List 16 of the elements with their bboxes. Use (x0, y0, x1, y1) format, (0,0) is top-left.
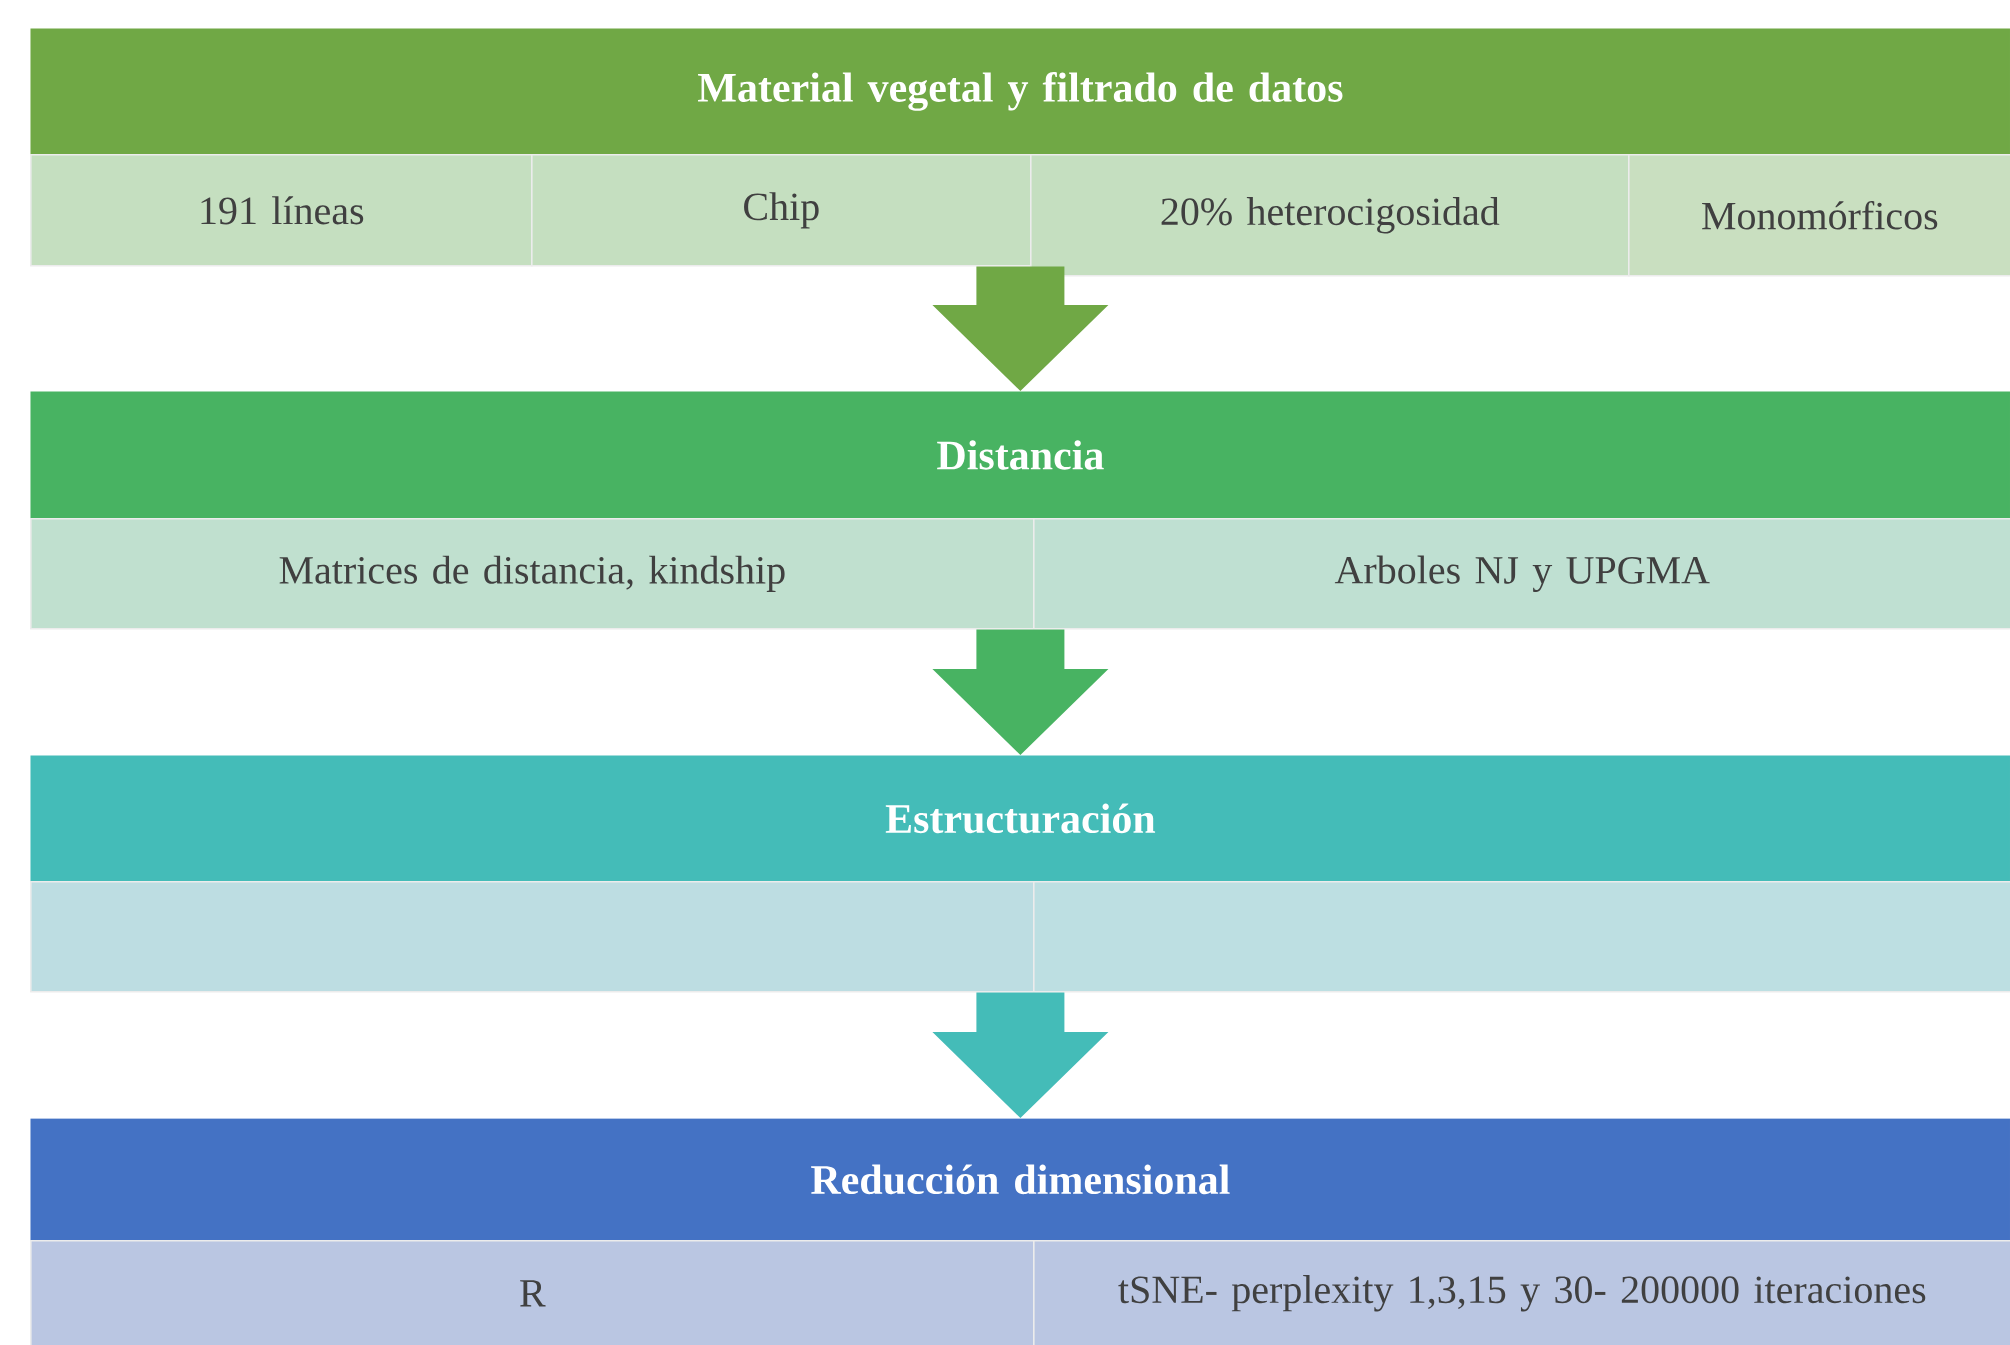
tool-cell: Arboles NJ y UPGMA (1033, 518, 2010, 630)
stage-header: Material vegetal y filtrado de datos (30, 28, 2010, 155)
tool-cell: tSNE- perplexity 1,3,15 y 30- 200000 iteraciones (1033, 1240, 2010, 1345)
tool-cell: Matrices de distancia, kindship (30, 518, 1035, 630)
block-arrow (932, 992, 1109, 1118)
tool-cell: 20% heterocigosidad (1030, 154, 1630, 277)
tool-cell: Monomórficos (1628, 154, 2010, 277)
node-label: R (520, 1280, 546, 1307)
tool-cell: R (30, 1240, 1035, 1345)
tool-cell: Chip (531, 154, 1032, 267)
stage-header: Distancia (30, 391, 2010, 519)
stage-header: Estructuración (30, 755, 2010, 882)
block-arrow (932, 266, 1109, 391)
tool-cell: 191 líneas (30, 154, 533, 267)
stage-header: Reducción dimensional (30, 1118, 2010, 1241)
block-arrow (932, 629, 1109, 755)
